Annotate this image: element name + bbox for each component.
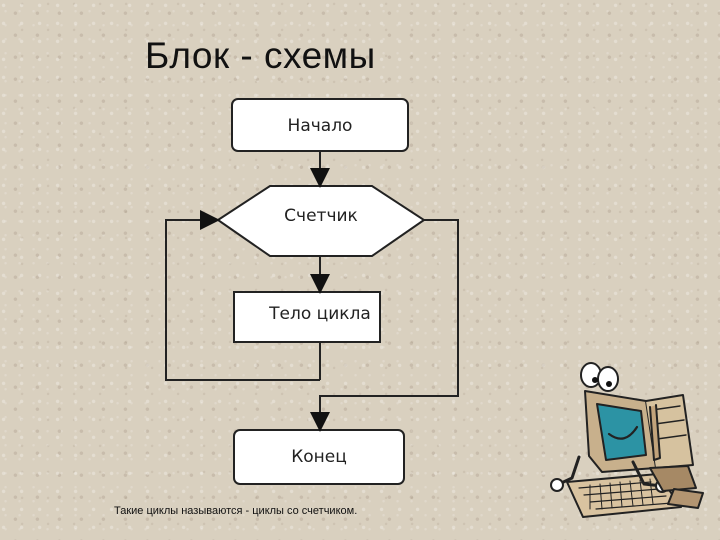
loop-body-node-label: Тело цикла [268,304,371,324]
end-node: Конец [233,429,405,485]
exit-arrow [310,219,459,432]
counter-node: Счетчик [216,185,426,257]
counter-node-label: Счетчик [284,206,358,226]
loop-body-node: Тело цикла [233,291,381,343]
end-node-label: Конец [291,447,347,467]
slide-title: Блок - схемы [145,35,376,76]
loop-back-arrow [165,210,320,381]
computer-character-icon [550,362,704,518]
start-node-label: Начало [288,116,353,136]
start-node: Начало [231,98,409,152]
caption-text: Такие циклы называются - циклы со счетчи… [114,505,358,517]
